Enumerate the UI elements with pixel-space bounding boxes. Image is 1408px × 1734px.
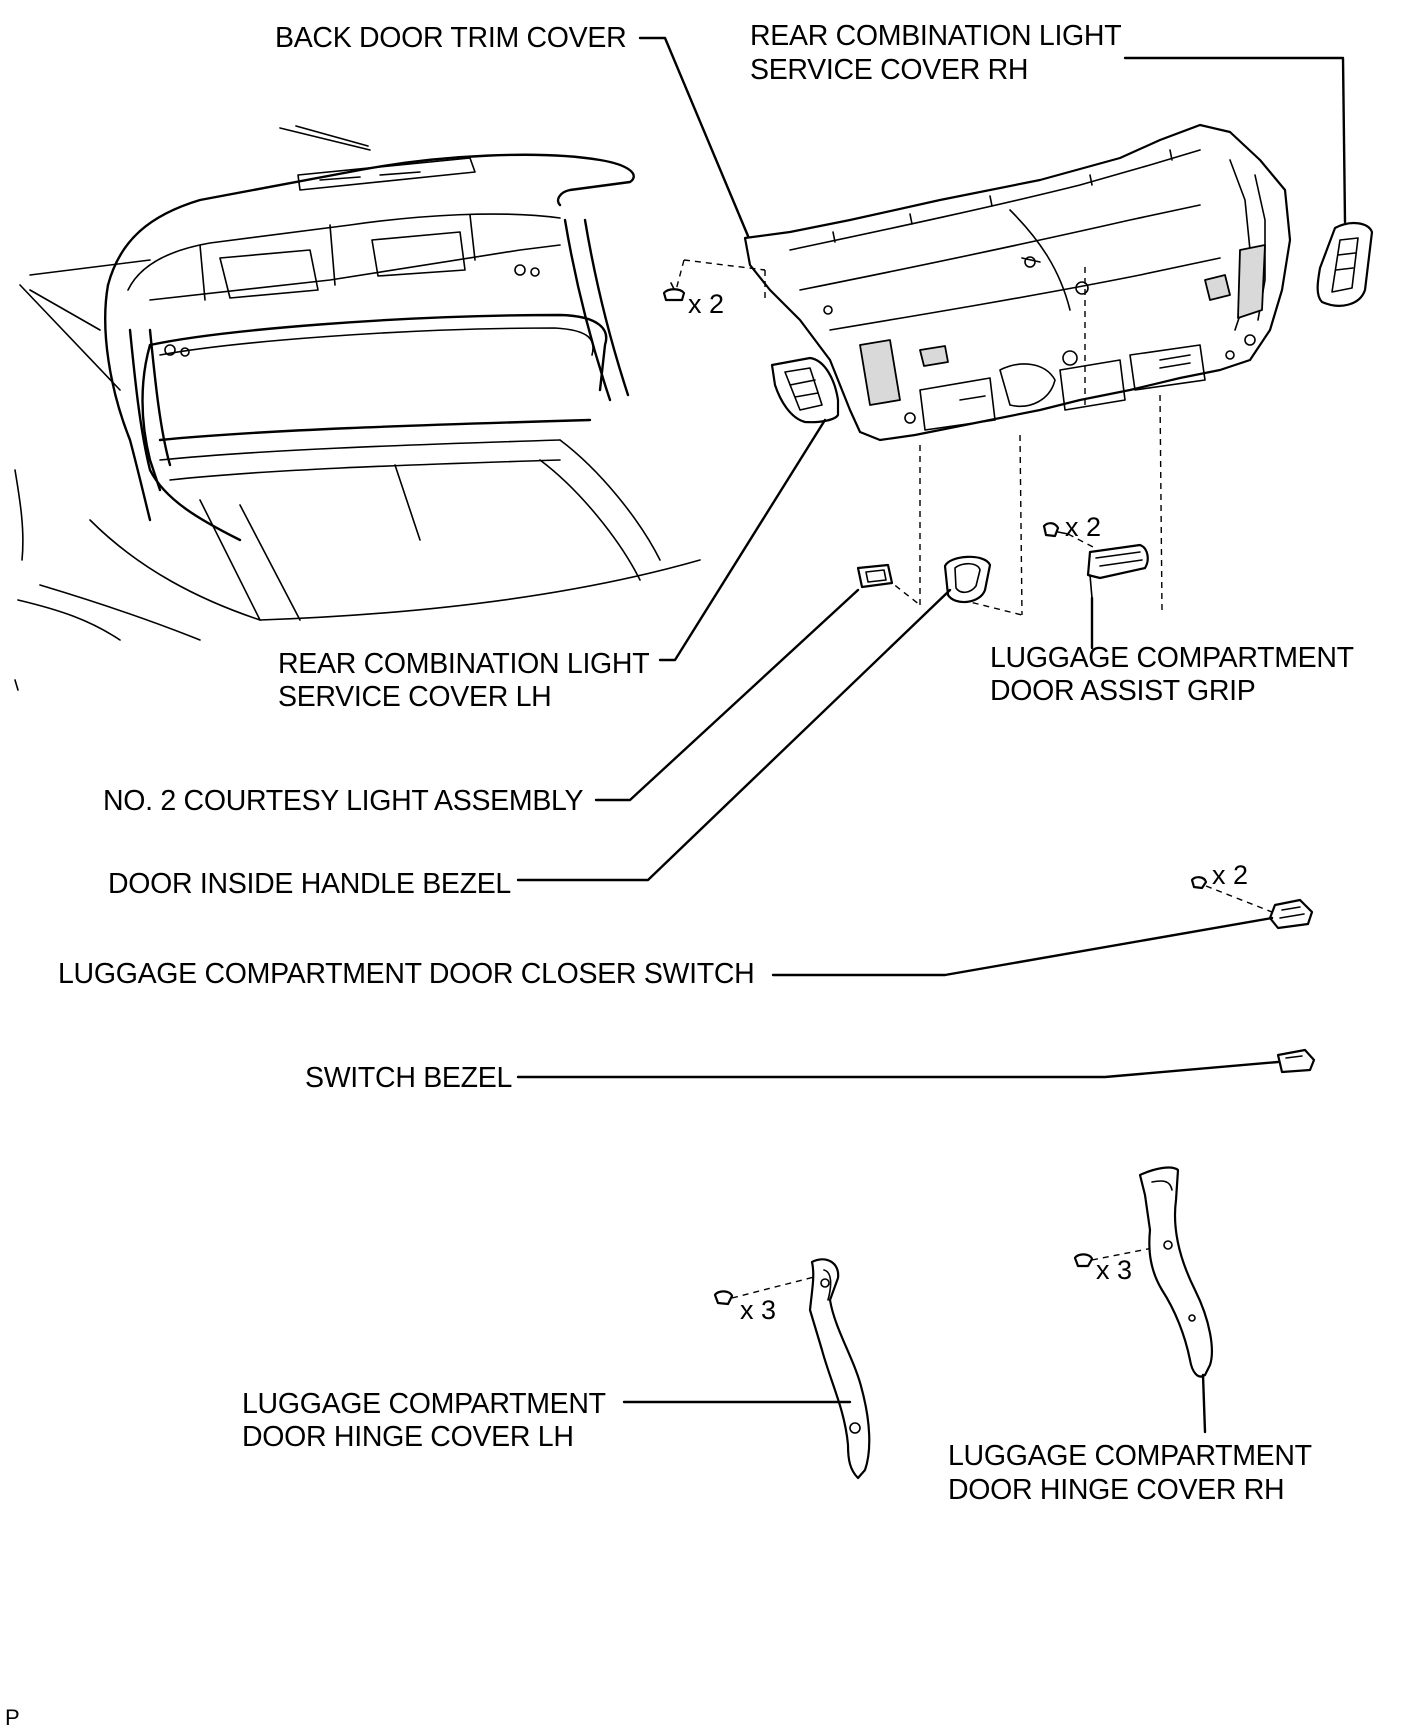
figure-id: P: [5, 1705, 20, 1730]
vehicle-trunk-illustration: [14, 125, 701, 691]
label-switch-bezel: SWITCH BEZEL: [305, 1062, 513, 1094]
no2-courtesy-light-part: [856, 563, 894, 589]
label-luggage-compartment-door-hinge-cover-rh-line1: LUGGAGE COMPARTMENT: [948, 1440, 1312, 1472]
qty-hinge-cover-lh-clips: x 3: [740, 1295, 777, 1325]
trim-cover-clip-icon: [662, 282, 686, 302]
label-rear-combination-light-service-cover-rh-line1: REAR COMBINATION LIGHT: [750, 20, 1122, 52]
hinge-cover-lh-clip-icon: [713, 1290, 734, 1306]
closer-switch-clip-icon: [1190, 876, 1208, 890]
qty-trim-cover-clips: x 2: [688, 289, 725, 319]
qty-closer-switch-clips: x 2: [1212, 860, 1249, 890]
back-door-trim-cover-part: [743, 123, 1292, 442]
leader-lines: [516, 36, 1347, 1434]
assist-grip-screw-icon: [1042, 522, 1069, 538]
label-rear-combination-light-service-cover-lh-line1: REAR COMBINATION LIGHT: [278, 648, 650, 680]
luggage-compartment-door-hinge-cover-lh-part: [808, 1258, 871, 1480]
luggage-compartment-door-hinge-cover-rh-part: [1138, 1166, 1213, 1378]
rear-combination-light-service-cover-lh-part: [770, 356, 840, 424]
hinge-cover-rh-clip-icon: [1073, 1253, 1094, 1268]
label-rear-combination-light-service-cover-lh-line2: SERVICE COVER LH: [278, 681, 552, 713]
label-luggage-compartment-door-assist-grip-line2: DOOR ASSIST GRIP: [990, 675, 1256, 707]
label-back-door-trim-cover: BACK DOOR TRIM COVER: [275, 22, 627, 54]
luggage-compartment-door-assist-grip-part: [1086, 543, 1149, 599]
label-luggage-compartment-door-hinge-cover-lh-line2: DOOR HINGE COVER LH: [242, 1421, 574, 1453]
switch-bezel-part: [1276, 1048, 1316, 1074]
label-luggage-compartment-door-hinge-cover-rh-line2: DOOR HINGE COVER RH: [948, 1474, 1285, 1506]
label-luggage-compartment-door-assist-grip-line1: LUGGAGE COMPARTMENT: [990, 642, 1354, 674]
qty-assist-grip-screws: x 2: [1065, 512, 1102, 542]
label-luggage-compartment-door-hinge-cover-lh-line1: LUGGAGE COMPARTMENT: [242, 1388, 606, 1420]
luggage-compartment-door-closer-switch-part: [1268, 898, 1314, 930]
rear-combination-light-service-cover-rh-part: [1316, 222, 1374, 307]
door-inside-handle-bezel-part: [943, 555, 992, 604]
label-door-inside-handle-bezel: DOOR INSIDE HANDLE BEZEL: [108, 868, 511, 900]
qty-hinge-cover-rh-clips: x 3: [1096, 1255, 1133, 1285]
label-no2-courtesy-light-assembly: NO. 2 COURTESY LIGHT ASSEMBLY: [103, 785, 584, 817]
label-luggage-compartment-door-closer-switch: LUGGAGE COMPARTMENT DOOR CLOSER SWITCH: [58, 958, 755, 990]
label-rear-combination-light-service-cover-rh-line2: SERVICE COVER RH: [750, 54, 1029, 86]
